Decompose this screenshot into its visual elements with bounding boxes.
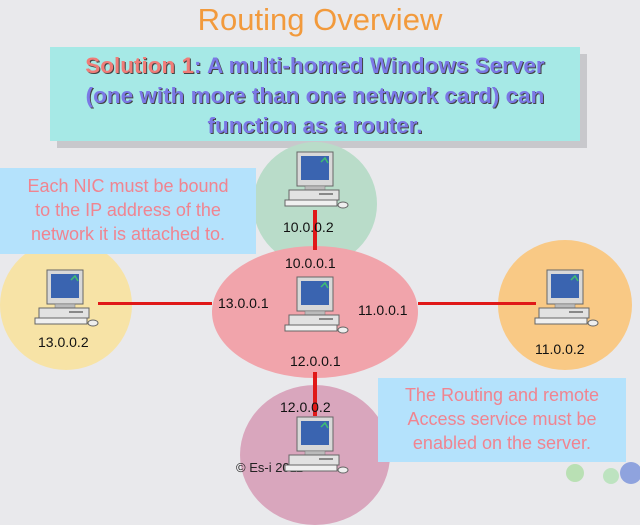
- decorative-bubble: [620, 462, 640, 484]
- solution-box: Solution 1: A multi-homed Windows Server…: [50, 47, 580, 141]
- ip-router-right: 11.0.0.1: [358, 302, 408, 318]
- note-line: The Routing and remote: [404, 385, 600, 405]
- note-line: network it is attached to.: [30, 224, 226, 244]
- note-line: Each NIC must be bound: [27, 176, 229, 196]
- computer-icon: [33, 268, 99, 330]
- ip-right-host: 11.0.0.2: [535, 341, 585, 357]
- nic-note: Each NIC must be bound to the IP address…: [0, 168, 256, 254]
- decorative-bubble: [603, 468, 619, 484]
- ip-router-bottom: 12.0.0.1: [290, 353, 341, 369]
- ip-router-left: 13.0.0.1: [218, 295, 269, 311]
- link-11: [418, 302, 536, 305]
- solution-label: Solution 1: [85, 53, 195, 78]
- ip-bottom-host: 12.0.0.2: [280, 399, 331, 415]
- decorative-bubble: [566, 464, 584, 482]
- solution-text-2: (one with more than one network card) ca…: [85, 83, 545, 108]
- solution-text-3: function as a router.: [207, 113, 423, 138]
- ip-left-host: 13.0.0.2: [38, 334, 89, 350]
- router-computer-icon: [283, 275, 349, 337]
- routing-note: The Routing and remote Access service mu…: [378, 378, 626, 462]
- computer-icon: [283, 415, 349, 477]
- link-13: [98, 302, 212, 305]
- note-line: to the IP address of the: [35, 200, 221, 220]
- note-line: enabled on the server.: [412, 433, 592, 453]
- ip-top-host: 10.0.0.2: [283, 219, 334, 235]
- note-line: Access service must be: [407, 409, 597, 429]
- computer-icon: [283, 150, 349, 212]
- computer-icon: [533, 268, 599, 330]
- ip-router-top: 10.0.0.1: [285, 255, 336, 271]
- link-10: [313, 210, 317, 250]
- solution-text-1: : A multi-homed Windows Server: [194, 53, 545, 78]
- link-12: [313, 372, 317, 416]
- slide-title: Routing Overview: [197, 2, 443, 37]
